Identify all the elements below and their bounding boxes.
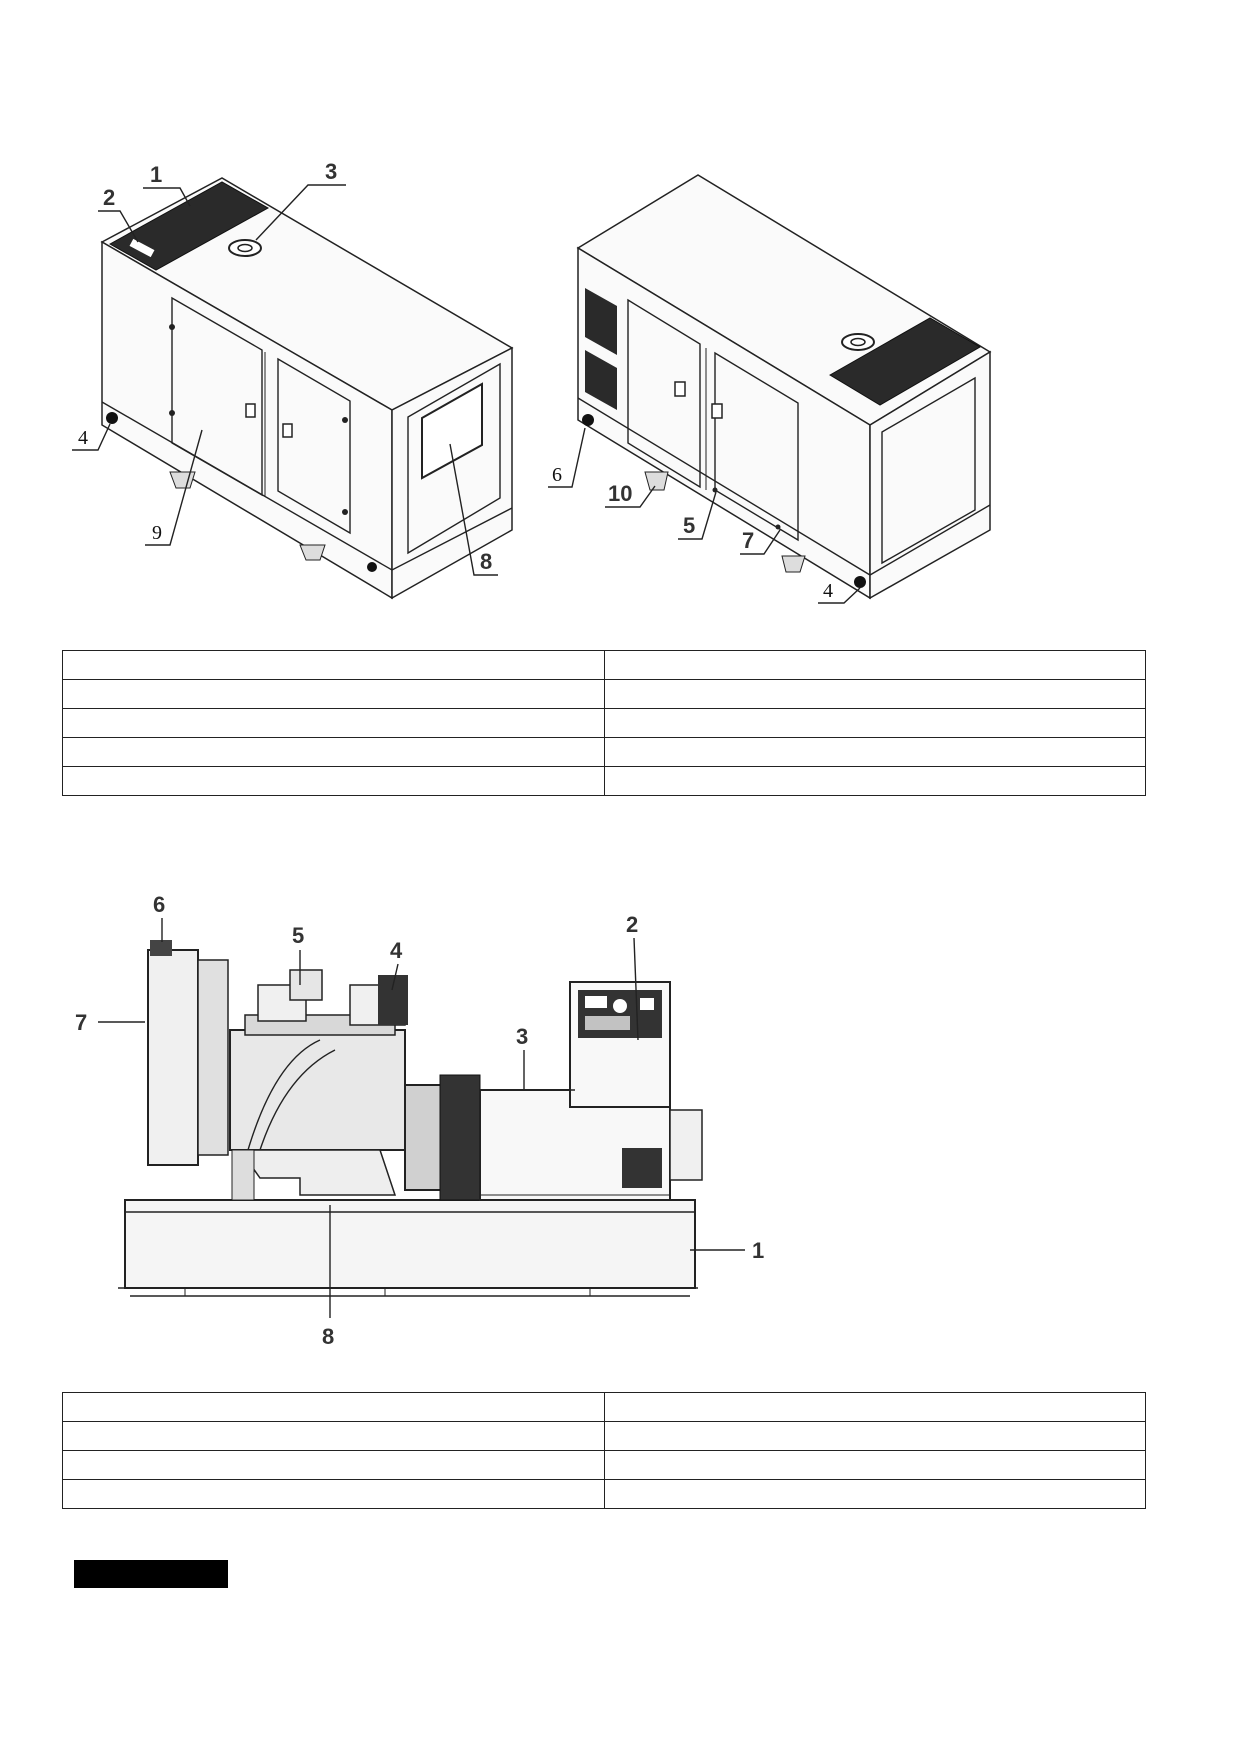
table-row xyxy=(62,650,1146,680)
callout-1: 1 xyxy=(150,162,162,187)
exhaust-cap-icon xyxy=(228,239,262,257)
inspection-window xyxy=(421,382,483,480)
table-row xyxy=(62,737,1146,767)
callout-9: 9 xyxy=(152,522,162,544)
callout-3: 3 xyxy=(325,159,337,184)
callout-10: 10 xyxy=(608,481,632,506)
table-cell xyxy=(604,1479,1146,1509)
table-cell xyxy=(62,1450,605,1480)
legend-table-2 xyxy=(62,1392,1146,1509)
table-cell xyxy=(62,766,605,796)
callout-fig2-1: 1 xyxy=(752,1238,764,1263)
table-cell xyxy=(604,766,1146,796)
table-row xyxy=(62,1479,1146,1509)
table-row xyxy=(62,679,1146,709)
table-cell xyxy=(604,1450,1146,1480)
table-row xyxy=(62,1392,1146,1422)
callout-fig2-4: 4 xyxy=(390,938,403,963)
table-row xyxy=(62,1450,1146,1480)
legend-table-1 xyxy=(62,650,1146,796)
callout-fig2-5: 5 xyxy=(292,923,304,948)
exhaust-cap-icon-right xyxy=(841,333,875,351)
side-vent-lower xyxy=(585,350,617,410)
table-cell xyxy=(62,1392,605,1422)
callout-2: 2 xyxy=(103,185,115,210)
callout-5: 5 xyxy=(683,513,695,538)
table-row xyxy=(62,766,1146,796)
table-cell xyxy=(62,679,605,709)
callout-4-left: 4 xyxy=(78,427,88,449)
open-frame-generator-drawing: 6 5 4 2 7 3 1 8 xyxy=(75,892,764,1349)
table-cell xyxy=(604,708,1146,738)
figure-enclosed-generators: 1 2 3 4 9 8 xyxy=(72,159,992,604)
callout-8: 8 xyxy=(480,549,492,574)
table-row xyxy=(62,708,1146,738)
callout-fig2-8: 8 xyxy=(322,1324,334,1349)
callout-fig2-2: 2 xyxy=(626,912,638,937)
table-cell xyxy=(62,1421,605,1451)
redaction-bar xyxy=(74,1560,228,1588)
callout-6: 6 xyxy=(552,464,562,486)
table-cell xyxy=(62,1479,605,1509)
table-cell xyxy=(604,1392,1146,1422)
right-generator-drawing: 6 10 5 7 4 xyxy=(548,174,992,604)
table-row xyxy=(62,1421,1146,1451)
callout-fig2-6: 6 xyxy=(153,892,165,917)
figure-open-frame-generator: 6 5 4 2 7 3 1 8 xyxy=(75,892,764,1349)
table-cell xyxy=(62,650,605,680)
table-cell xyxy=(604,679,1146,709)
callout-4-right: 4 xyxy=(823,580,833,602)
roof-grille-right xyxy=(829,317,981,406)
callout-fig2-3: 3 xyxy=(516,1024,528,1049)
table-cell xyxy=(604,1421,1146,1451)
callout-7: 7 xyxy=(742,528,754,553)
callout-fig2-7: 7 xyxy=(75,1010,87,1035)
side-vent-upper xyxy=(585,288,617,355)
left-generator-drawing: 1 2 3 4 9 8 xyxy=(72,159,514,600)
table-cell xyxy=(604,650,1146,680)
